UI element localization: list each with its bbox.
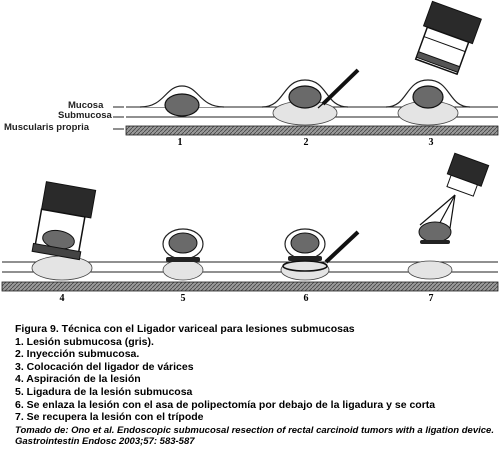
ligation-band <box>288 256 322 261</box>
submucosal-lesion <box>412 85 444 109</box>
panel-3 <box>385 0 482 126</box>
caption-step: 6. Se enlaza la lesión con el asa de pol… <box>15 398 436 411</box>
caption-step: 3. Colocación del ligador de várices <box>15 360 194 373</box>
step-number-6: 6 <box>303 293 309 304</box>
panel-4 <box>31 181 97 281</box>
resection-site <box>407 260 453 280</box>
step-number-5: 5 <box>180 293 186 304</box>
caption-step: 7. Se recupera la lesión con el trípode <box>15 411 204 424</box>
step-number-7: 7 <box>428 293 434 304</box>
retrieval-device <box>446 152 490 197</box>
ligator-device <box>414 0 482 76</box>
step-number-2: 2 <box>303 137 309 148</box>
caption-step: 2. Inyección submucosa. <box>15 348 140 361</box>
label-leaders <box>113 106 124 130</box>
ligation-technique-diagram: Mucosa Submucosa Muscularis propria 1 2 … <box>1 0 499 304</box>
snare-catheter <box>324 230 360 264</box>
panel-6 <box>280 228 360 281</box>
ligator-device <box>31 181 97 261</box>
caption-step: 4. Aspiración de la lesión <box>15 373 141 386</box>
label-submucosa: Submucosa <box>58 110 112 121</box>
diagram-svg <box>1 0 499 292</box>
muscularis-band <box>125 125 499 136</box>
label-mucosa: Mucosa <box>68 100 104 111</box>
submucosal-lesion <box>164 93 200 117</box>
panel-1 <box>139 85 225 117</box>
submucosal-lesion <box>288 85 322 109</box>
panel-2 <box>261 68 360 126</box>
caption-step: 5. Ligadura de la lesión submucosa <box>15 385 193 398</box>
panel-7 <box>407 152 490 280</box>
panel-5 <box>162 228 204 281</box>
step-number-4: 4 <box>59 293 65 304</box>
caption-title: Figura 9. Técnica con el Ligador varicea… <box>15 323 355 335</box>
injection-needle <box>321 68 360 106</box>
muscularis-band <box>1 281 499 292</box>
caption-source: Tomado de: Ono et al. Endoscopic submuco… <box>15 424 494 447</box>
step-number-1: 1 <box>177 137 183 148</box>
step-number-3: 3 <box>428 137 434 148</box>
polypectomy-snare <box>282 260 328 272</box>
ligation-band <box>166 257 200 262</box>
figure-caption: Figura 9. Técnica con el Ligador varicea… <box>15 323 495 447</box>
caption-step: 1. Lesión submucosa (gris). <box>15 335 154 348</box>
label-muscularis-propria: Muscularis propria <box>4 122 89 133</box>
retrieved-lesion <box>418 221 452 243</box>
submucosal-lesion <box>168 232 198 254</box>
submucosal-lesion <box>290 232 320 254</box>
caption-steps-list: 1. Lesión submucosa (gris). 2. Inyección… <box>15 336 495 424</box>
